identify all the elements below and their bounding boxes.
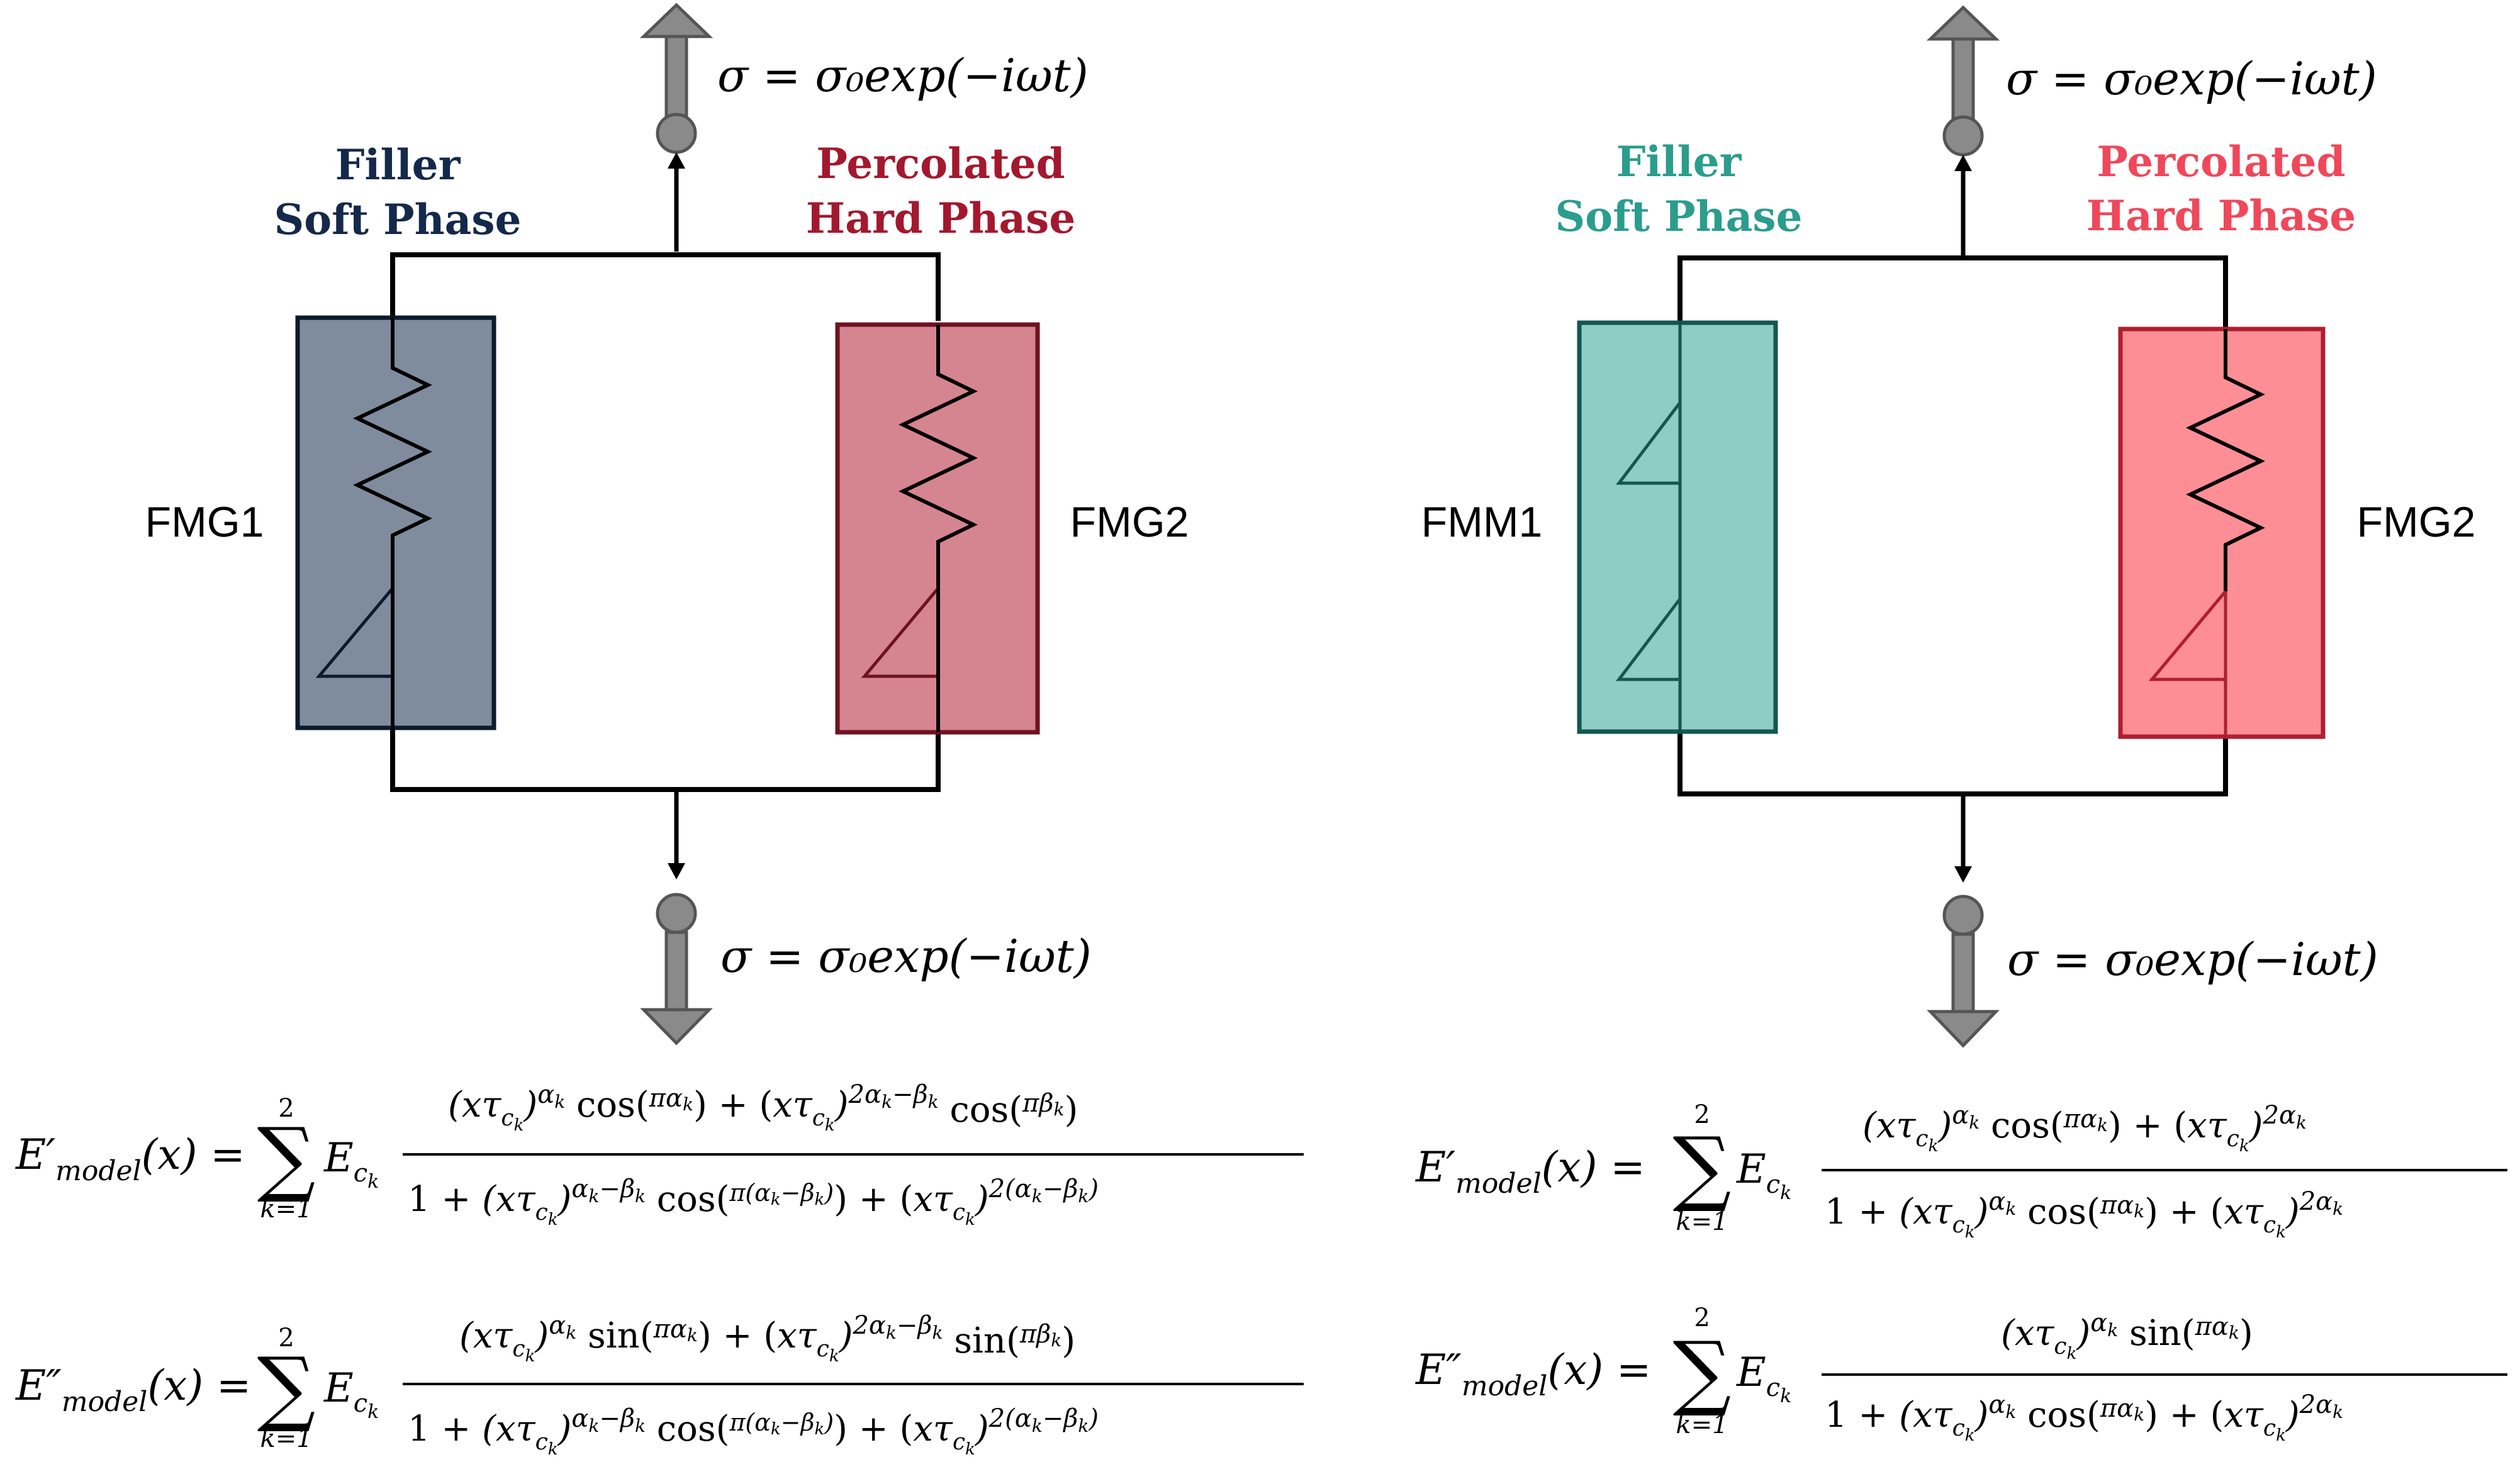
spring-icon: [352, 318, 433, 588]
svg-text:k=1: k=1: [1676, 1410, 1728, 1439]
svg-text:∑: ∑: [1673, 1119, 1732, 1215]
svg-text:∑: ∑: [257, 1110, 316, 1205]
right-element-name: FMG2: [2357, 498, 2476, 546]
top-stress-arrow: [1926, 5, 2000, 258]
loss-modulus-equation: E″model(x) = 2 ∑ k=1 Eck (xτck)αk sin(πα…: [15, 1311, 1304, 1459]
svg-text:Eck: Eck: [1736, 1349, 1791, 1407]
springpot-icon: [2148, 590, 2227, 681]
svg-text:Percolated: Percolated: [2097, 137, 2345, 186]
svg-text:Soft Phase: Soft Phase: [274, 195, 521, 244]
soft-phase-label: Filler Soft Phase: [274, 140, 521, 244]
svg-text:2: 2: [278, 1324, 294, 1353]
hard-phase-label: Percolated Hard Phase: [2086, 137, 2356, 240]
svg-text:k=1: k=1: [260, 1424, 312, 1453]
frame-top: [390, 252, 941, 321]
frame-bottom: [1677, 730, 2228, 796]
svg-text:1 + (xτck)αk cos(παk) + (xτck): 1 + (xτck)αk cos(παk) + (xτck)2αk: [1825, 1390, 2343, 1445]
stress-top-text: σ = σ₀exp(−iωt): [2006, 52, 2377, 105]
top-stress-arrow: [639, 3, 714, 252]
svg-text:E″model(x) =: E″model(x) =: [15, 1361, 251, 1418]
svg-text:Hard Phase: Hard Phase: [806, 194, 1076, 243]
svg-text:1 + (xτck)αk−βk cos(π(αk−βk)): 1 + (xτck)αk−βk cos(π(αk−βk)) + (xτck)2(…: [408, 1175, 1099, 1229]
springpot-icon: [861, 587, 939, 678]
stress-bottom-text: σ = σ₀exp(−iωt): [2007, 933, 2378, 986]
frame-top: [1677, 255, 2228, 327]
svg-text:2: 2: [278, 1094, 294, 1123]
svg-text:Filler: Filler: [1616, 137, 1742, 186]
svg-text:Filler: Filler: [335, 140, 461, 189]
svg-text:∑: ∑: [257, 1339, 316, 1435]
stress-top-text: σ = σ₀exp(−iωt): [717, 49, 1089, 102]
svg-text:1 + (xτck)αk−βk cos(π(αk−βk)): 1 + (xτck)αk−βk cos(π(αk−βk)) + (xτck)2(…: [408, 1404, 1099, 1459]
svg-text:∑: ∑: [1673, 1324, 1732, 1419]
svg-text:E′model(x) =: E′model(x) =: [15, 1130, 245, 1187]
svg-text:k=1: k=1: [1676, 1207, 1728, 1236]
svg-text:Eck: Eck: [1736, 1146, 1791, 1204]
svg-text:Eck: Eck: [323, 1365, 379, 1423]
spring-icon: [898, 325, 978, 588]
soft-phase-label: Filler Soft Phase: [1555, 137, 1802, 241]
right-model: σ = σ₀exp(−iωt) Filler Soft Phase Percol…: [1415, 5, 2507, 1445]
svg-text:(xτck)αk sin(παk): (xτck)αk sin(παk): [2001, 1309, 2253, 1363]
storage-modulus-equation: E′model(x) = 2 ∑ k=1 Eck (xτck)αk cos(πα…: [1415, 1100, 2507, 1242]
soft-element-fmm1: [1577, 320, 1778, 734]
svg-text:E″model(x) =: E″model(x) =: [1415, 1346, 1651, 1402]
bottom-stress-arrow: [1927, 794, 2000, 1048]
springpot-icon: [1615, 598, 1681, 681]
svg-text:(xτck)αk cos(παk) + (xτck)2αk−: (xτck)αk cos(παk) + (xτck)2αk−βk cos(πβk…: [448, 1080, 1078, 1135]
springpot-icon: [1615, 401, 1681, 485]
left-model: σ = σ₀exp(−iωt) Filler Soft Phase Percol…: [15, 3, 1304, 1459]
svg-text:E′model(x) =: E′model(x) =: [1415, 1143, 1645, 1200]
hard-element-fmg2: [835, 322, 1040, 735]
left-element-name: FMM1: [1421, 498, 1543, 546]
svg-text:Hard Phase: Hard Phase: [2086, 191, 2356, 240]
svg-text:Percolated: Percolated: [816, 139, 1065, 188]
frame-bottom: [390, 730, 941, 792]
svg-text:1 + (xτck)αk cos(παk) + (xτck): 1 + (xτck)αk cos(παk) + (xτck)2αk: [1825, 1187, 2343, 1242]
left-element-name: FMG1: [145, 498, 264, 546]
stress-bottom-text: σ = σ₀exp(−iωt): [720, 930, 1092, 983]
svg-text:k=1: k=1: [260, 1195, 312, 1224]
right-element-name: FMG2: [1070, 498, 1189, 546]
springpot-icon: [315, 587, 394, 678]
svg-text:2: 2: [1694, 1100, 1710, 1129]
soft-element-fmg1: [295, 315, 496, 730]
spring-icon: [2185, 329, 2266, 591]
storage-modulus-equation: E′model(x) = 2 ∑ k=1 Eck (xτck)αk cos(πα…: [15, 1080, 1304, 1229]
loss-modulus-equation: E″model(x) = 2 ∑ k=1 Eck (xτck)αk sin(πα…: [1415, 1303, 2507, 1445]
bottom-stress-arrow: [640, 790, 713, 1046]
svg-text:2: 2: [1694, 1303, 1710, 1332]
svg-text:(xτck)αk cos(παk) + (xτck)2αk: (xτck)αk cos(παk) + (xτck)2αk: [1862, 1101, 2307, 1156]
svg-text:Eck: Eck: [323, 1135, 379, 1193]
hard-phase-label: Percolated Hard Phase: [806, 139, 1076, 243]
svg-text:(xτck)αk sin(παk) + (xτck)2αk−: (xτck)αk sin(παk) + (xτck)2αk−βk sin(πβk…: [459, 1311, 1075, 1366]
hard-element-fmg2: [2118, 326, 2326, 739]
svg-text:Soft Phase: Soft Phase: [1555, 192, 1802, 241]
